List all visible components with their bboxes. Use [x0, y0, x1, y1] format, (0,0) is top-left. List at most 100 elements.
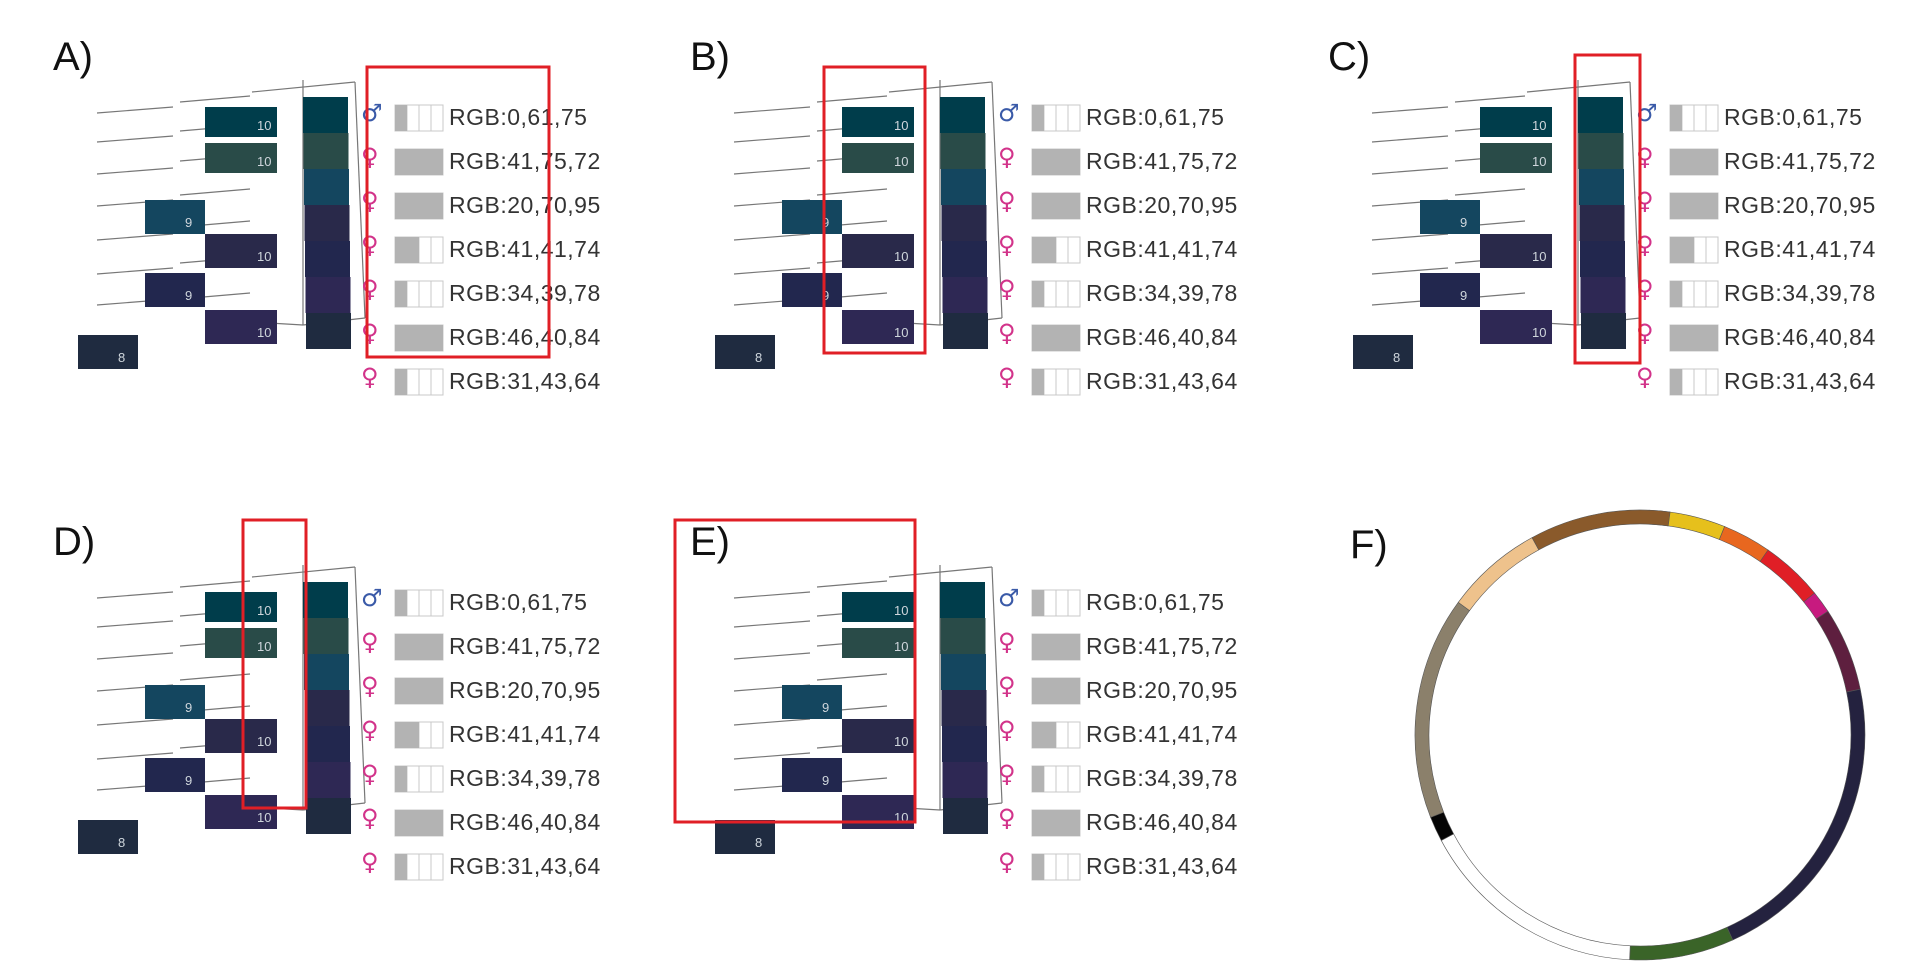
- tree-block: [1480, 143, 1552, 173]
- rgb-label: RGB:46,40,84: [449, 809, 601, 835]
- ring-segment: [1414, 601, 1470, 818]
- tree-block: [205, 592, 277, 622]
- tree-branch-line: [816, 188, 888, 196]
- rgb-label: RGB:46,40,84: [449, 324, 601, 350]
- female-symbol-icon: ♀: [361, 143, 379, 171]
- tree-block: [145, 200, 205, 234]
- tree-block: [78, 335, 138, 369]
- legend-bar-fill: [1032, 766, 1044, 792]
- tree-block: [205, 719, 277, 753]
- strip-cell: [303, 618, 349, 654]
- tree-block: [842, 234, 914, 268]
- strip-cell: [304, 205, 350, 241]
- female-symbol-icon: ♀: [361, 848, 379, 876]
- female-symbol-icon: ♀: [998, 628, 1016, 656]
- tree-block: [205, 795, 277, 829]
- tree-branch-line: [96, 135, 174, 143]
- tree-branch-line: [179, 188, 251, 196]
- strip-cell: [940, 582, 985, 618]
- legend-bar-fill: [1670, 369, 1682, 395]
- rgb-label: RGB:34,39,78: [1086, 280, 1238, 306]
- legend-bar-fill: [395, 854, 407, 880]
- tree-branch-line: [96, 106, 174, 114]
- rgb-label: RGB:0,61,75: [449, 104, 587, 130]
- tree-block-number: 9: [822, 288, 829, 303]
- legend-bar-cell: [418, 104, 432, 132]
- ring-segment: [1718, 526, 1769, 562]
- strip-cell: [1579, 169, 1624, 205]
- tree-block: [782, 685, 842, 719]
- legend-bar-cell: [1055, 853, 1069, 881]
- legend-bar-cell: [1067, 853, 1081, 881]
- legend-bar-cell: [1055, 280, 1069, 308]
- highlight-box: [241, 518, 308, 810]
- tree-block: [842, 592, 914, 622]
- highlight-box: [822, 65, 927, 355]
- strip-cell: [940, 133, 986, 169]
- strip-cell: [1580, 241, 1625, 277]
- rgb-label: RGB:20,70,95: [1724, 192, 1876, 218]
- legend-bar-fill: [1670, 281, 1682, 307]
- legend-bar-cell: [1693, 236, 1707, 264]
- legend-bar-fill: [395, 193, 443, 219]
- strip-cell: [943, 798, 988, 834]
- legend-bar-cell: [1043, 589, 1057, 617]
- female-symbol-icon: ♀: [998, 143, 1016, 171]
- tree-branch-line: [733, 620, 811, 628]
- female-symbol-icon: ♀: [998, 716, 1016, 744]
- tree-block-number: 9: [185, 215, 192, 230]
- tree-block: [842, 310, 914, 344]
- tree-block: [78, 820, 138, 854]
- legend-bar-fill: [1670, 105, 1682, 131]
- tree-branch-line: [733, 652, 811, 660]
- rgb-label: RGB:46,40,84: [1086, 809, 1238, 835]
- legend-bar-cell: [1067, 280, 1081, 308]
- tree-block: [782, 200, 842, 234]
- tree-block-number: 10: [894, 118, 908, 133]
- legend-bar-cell: [418, 589, 432, 617]
- legend-bar-cell: [406, 104, 420, 132]
- rgb-label: RGB:41,41,74: [449, 721, 601, 747]
- legend-bar-cell: [1055, 104, 1069, 132]
- tree-block: [205, 628, 277, 658]
- legend-bar-cell: [1693, 104, 1707, 132]
- legend-bar-cell: [1705, 236, 1719, 264]
- strip-cell: [306, 798, 351, 834]
- tree-branch-line: [733, 718, 811, 726]
- strip-cell: [303, 97, 348, 133]
- female-symbol-icon: ♀: [361, 672, 379, 700]
- tree-branch-line: [1371, 233, 1449, 241]
- rgb-label: RGB:41,75,72: [1086, 633, 1238, 659]
- tree-block: [1420, 200, 1480, 234]
- tree-branch-line: [991, 566, 1003, 804]
- legend-bar-fill: [395, 149, 443, 175]
- rgb-label: RGB:41,75,72: [1724, 148, 1876, 174]
- panel-d: D)10109109108♂RGB:0,61,75♀RGB:41,75,72♀R…: [53, 518, 601, 881]
- female-symbol-icon: ♀: [361, 804, 379, 832]
- strip-cell: [942, 762, 988, 798]
- strip-cell: [304, 690, 350, 726]
- legend-bar-fill: [1032, 369, 1044, 395]
- legend-bar-fill: [1032, 193, 1080, 219]
- legend-bar-cell: [1681, 280, 1695, 308]
- rgb-label: RGB:0,61,75: [449, 589, 587, 615]
- legend-bar-fill: [1032, 810, 1080, 836]
- legend-bar-cell: [418, 368, 432, 396]
- rgb-label: RGB:0,61,75: [1724, 104, 1862, 130]
- legend-bar-cell: [1705, 280, 1719, 308]
- ring-segment: [1815, 610, 1861, 693]
- legend-bar-fill: [395, 369, 407, 395]
- tree-block-number: 10: [1532, 118, 1546, 133]
- panel-c: C)10109109108♂RGB:0,61,75♀RGB:41,75,72♀R…: [1328, 35, 1876, 396]
- tree-block-number: 9: [185, 700, 192, 715]
- panel-e: E)10109109108♂RGB:0,61,75♀RGB:41,75,72♀R…: [673, 518, 1238, 881]
- strip-cell: [942, 277, 988, 313]
- legend-bar-fill: [395, 810, 443, 836]
- female-symbol-icon: ♀: [998, 231, 1016, 259]
- legend-bar-fill: [1032, 722, 1056, 748]
- male-symbol-icon: ♂: [998, 99, 1020, 127]
- legend-bar-fill: [395, 678, 443, 704]
- tree-branch-line: [816, 580, 888, 588]
- panel-a: A)10109109108♂RGB:0,61,75♀RGB:41,75,72♀R…: [53, 35, 601, 396]
- legend-bar-cell: [1681, 368, 1695, 396]
